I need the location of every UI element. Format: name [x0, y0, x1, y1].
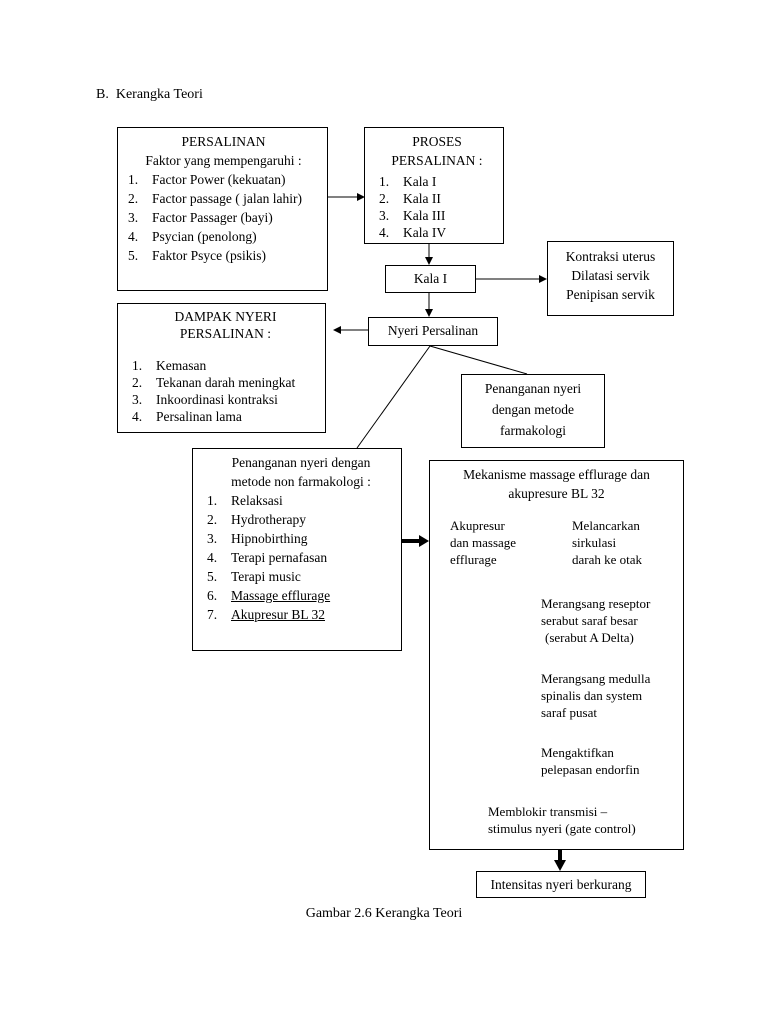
nonfarma-title-line1: Penanganan nyeri dengan [231, 455, 371, 470]
thick-arrow-nonfarmakologi-to-mekanisme [402, 535, 429, 547]
list-item: 2.Factor passage ( jalan lahir) [128, 191, 302, 206]
proses-title-line1: PROSES [412, 134, 462, 149]
mekanisme-title-line2: akupresure BL 32 [508, 486, 605, 501]
farmakologi-line1: Penanganan nyeri [484, 381, 582, 396]
line-nyeri-to-farmakologi [429, 345, 528, 375]
intensitas-box: Intensitas nyeri berkurang [476, 871, 646, 898]
dampak-nyeri-box: DAMPAK NYERI PERSALINAN : 1.Kemasan 2.Te… [117, 303, 326, 433]
intensitas-label: Intensitas nyeri berkurang [490, 877, 632, 892]
farmakologi-line3: farmakologi [500, 423, 566, 438]
list-item: 3.Kala III [379, 208, 446, 223]
section-heading: B. Kerangka Teori [96, 87, 203, 103]
list-item: 5.Terapi music [207, 569, 301, 584]
list-item: 3.Hipnobirthing [207, 531, 308, 546]
mekanisme-box: Mekanisme massage efflurage dan akupresu… [429, 460, 684, 850]
list-item: 1.Factor Power (kekuatan) [128, 172, 286, 187]
nyeri-persalinan-box: Nyeri Persalinan [368, 317, 498, 346]
kala1-box: Kala I [385, 265, 476, 293]
proses-list: 1.Kala I 2.Kala II 3.Kala III 4.Kala IV [379, 173, 495, 241]
akupresur-text: Akupresur dan massage efflurage [450, 518, 517, 567]
list-item: 1.Relaksasi [207, 493, 283, 508]
persalinan-title: PERSALINAN [181, 134, 266, 149]
list-item: 3.Factor Passager (bayi) [128, 210, 273, 225]
persalinan-list: 1.Factor Power (kekuatan) 2.Factor passa… [128, 170, 319, 265]
list-item: 2.Hydrotherapy [207, 512, 306, 527]
list-item: 4.Terapi pernafasan [207, 550, 328, 565]
list-item: 1.Kala I [379, 174, 437, 189]
line-nyeri-to-nonfarmakologi [356, 345, 431, 449]
kontraksi-box: Kontraksi uterus Dilatasi servik Penipis… [547, 241, 674, 316]
list-item: 6.Massage efflurage [207, 588, 331, 603]
farmakologi-box: Penanganan nyeri dengan metode farmakolo… [461, 374, 605, 448]
list-item: 7.Akupresur BL 32 [207, 607, 325, 622]
endorfin-text: Mengaktifkan pelepasan endorfin [541, 745, 640, 777]
list-item: 4.Kala IV [379, 225, 447, 240]
nonfarma-title-line2: metode non farmakologi : [231, 474, 371, 489]
list-item: 5.Faktor Psyce (psikis) [128, 248, 266, 263]
kontraksi-line2: Dilatasi servik [571, 268, 650, 283]
persalinan-box: PERSALINAN Faktor yang mempengaruhi : 1.… [117, 127, 328, 291]
farmakologi-line2: dengan metode [491, 402, 575, 417]
proses-persalinan-box: PROSES PERSALINAN : 1.Kala I 2.Kala II 3… [364, 127, 504, 244]
kala1-label: Kala I [413, 271, 448, 286]
mekanisme-title-line1: Mekanisme massage efflurage dan [463, 467, 650, 482]
section-letter: B. [96, 87, 109, 102]
memblokir-text: Memblokir transmisi – stimulus nyeri (ga… [488, 804, 636, 836]
list-item: 1.Kemasan [132, 358, 207, 373]
dampak-title-line1: DAMPAK NYERI [174, 309, 277, 324]
nyeri-label: Nyeri Persalinan [387, 323, 479, 338]
thick-arrow-mekanisme-to-intensitas [554, 850, 566, 871]
kontraksi-line3: Penipisan servik [566, 287, 655, 302]
mekanisme-title: Mekanisme massage efflurage dan akupresu… [430, 461, 683, 503]
list-item: 2.Kala II [379, 191, 441, 206]
melancarkan-text: Melancarkan sirkulasi darah ke otak [572, 518, 643, 567]
dampak-list: 1.Kemasan 2.Tekanan darah meningkat 3.In… [132, 357, 319, 425]
reseptor-text: Merangsang reseptor serabut saraf besar … [541, 596, 651, 645]
figure-caption: Gambar 2.6 Kerangka Teori [305, 906, 463, 921]
proses-title-line2: PERSALINAN : [391, 153, 483, 168]
persalinan-subtitle: Faktor yang mempengaruhi : [145, 153, 302, 168]
non-farmakologi-box: Penanganan nyeri dengan metode non farma… [192, 448, 402, 651]
list-item: 4.Persalinan lama [132, 409, 242, 424]
list-item: 2.Tekanan darah meningkat [132, 375, 296, 390]
nonfarma-list: 1.Relaksasi 2.Hydrotherapy 3.Hipnobirthi… [207, 491, 395, 624]
kontraksi-line1: Kontraksi uterus [565, 249, 656, 264]
medulla-text: Merangsang medulla spinalis dan system s… [541, 671, 651, 720]
list-item: 4.Psycian (penolong) [128, 229, 257, 244]
list-item: 3.Inkoordinasi kontraksi [132, 392, 278, 407]
section-title: Kerangka Teori [115, 87, 203, 102]
dampak-title-line2: PERSALINAN : [179, 326, 272, 341]
